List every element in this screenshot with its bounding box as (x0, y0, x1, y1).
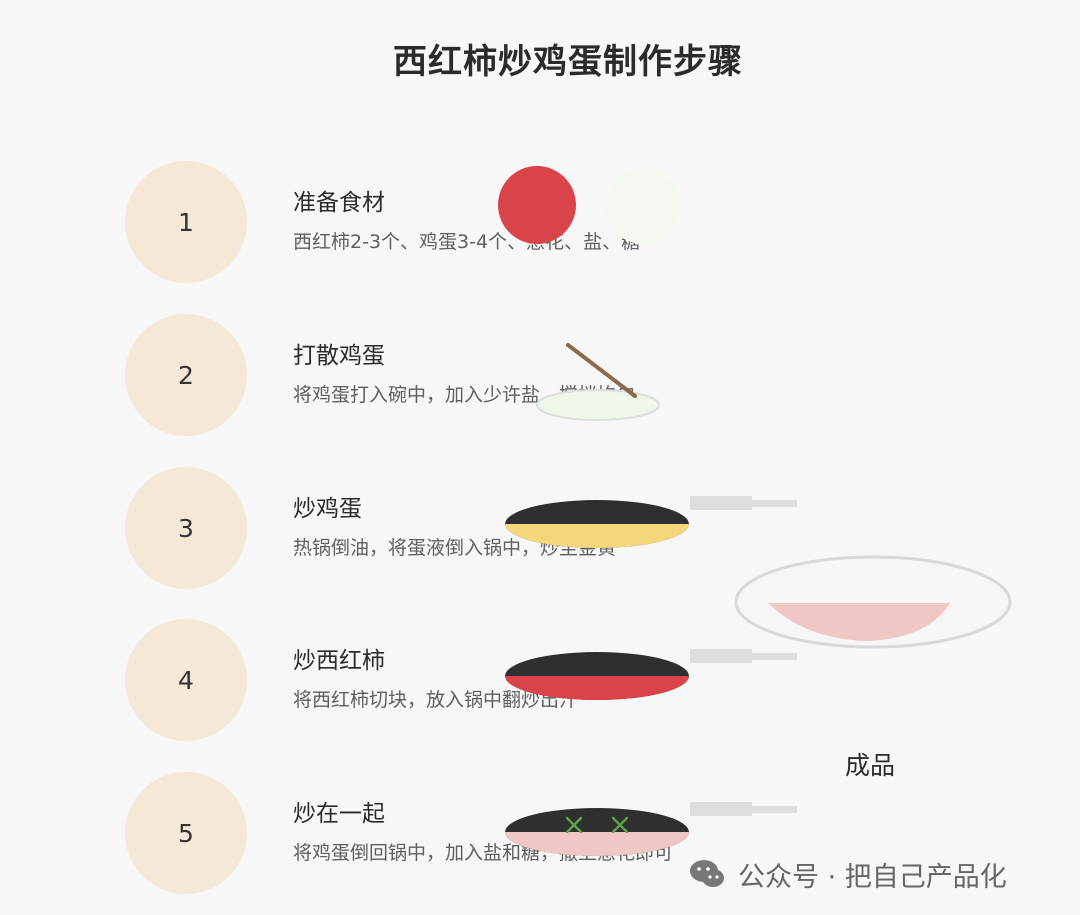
pan-handle-grip (752, 500, 797, 507)
final-plate-illustration (734, 555, 1012, 649)
final-dish-label: 成品 (845, 751, 896, 780)
pan-with-tomatoes-illustration (505, 649, 797, 700)
egg-food (505, 524, 689, 548)
pan-with-combined-dish-illustration (505, 802, 797, 856)
step-2-badge: 2 (125, 314, 247, 436)
step-5-badge: 5 (125, 772, 247, 894)
bowl-icon (536, 389, 660, 421)
pan-handle-grip (752, 653, 797, 660)
finished-dish (768, 603, 950, 641)
step-4: 4 炒西红柿 将西红柿切块，放入锅中翻炒出汁 (0, 619, 1080, 749)
pan-with-eggs-illustration (505, 496, 797, 548)
chopstick-icon (566, 343, 637, 398)
step-1-title: 准备食材 (293, 190, 385, 216)
step-4-badge: 4 (125, 619, 247, 741)
step-2: 2 打散鸡蛋 将鸡蛋打入碗中，加入少许盐，搅拌均匀 (0, 314, 1080, 444)
tomato-food (505, 676, 689, 700)
step-4-description: 将西红柿切块，放入锅中翻炒出汁 (293, 689, 579, 711)
tomato-icon (498, 166, 576, 244)
pan-handle-base (690, 802, 752, 816)
mixing-bowl-illustration (536, 343, 660, 421)
step-4-title: 炒西红柿 (293, 648, 385, 674)
pan-handle-base (690, 496, 752, 510)
scallion-icon (565, 816, 629, 834)
page-title: 西红柿炒鸡蛋制作步骤 (393, 42, 743, 82)
egg-icon (605, 168, 681, 244)
watermark-text: 公众号 · 把自己产品化 (738, 861, 1007, 893)
watermark: 公众号 · 把自己产品化 (688, 854, 1007, 894)
step-3-description: 热锅倒油，将蛋液倒入锅中，炒至金黄 (293, 537, 617, 559)
pan-handle-grip (752, 806, 797, 813)
wechat-icon (690, 860, 724, 887)
step-3: 3 炒鸡蛋 热锅倒油，将蛋液倒入锅中，炒至金黄 (0, 467, 1080, 597)
step-1-badge: 1 (125, 161, 247, 283)
combined-food (505, 832, 689, 856)
pan-handle-base (690, 649, 752, 663)
ingredients-illustration (498, 166, 681, 244)
step-2-title: 打散鸡蛋 (293, 343, 385, 369)
step-5-title: 炒在一起 (293, 801, 385, 827)
step-3-title: 炒鸡蛋 (293, 496, 362, 522)
step-3-badge: 3 (125, 467, 247, 589)
